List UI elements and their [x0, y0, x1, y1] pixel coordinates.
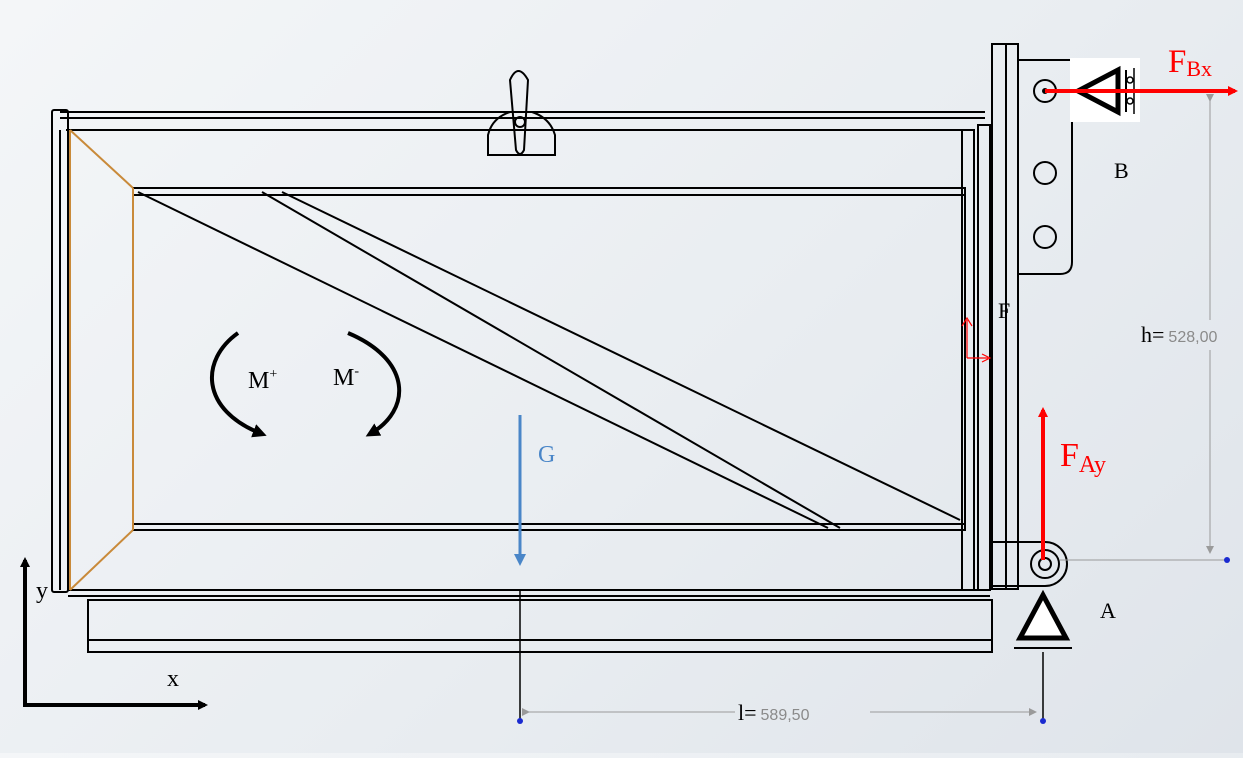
axis-x-label: x [167, 666, 179, 692]
dimension-h-label: h=528,00 [1141, 322, 1217, 347]
point-b-label: B [1114, 158, 1129, 183]
force-fbx-label: FBx [1168, 44, 1212, 81]
gate-frame [51, 43, 1073, 653]
orange-corner-brace [69, 129, 134, 591]
gravity-label: G [538, 442, 555, 468]
reaction-f-marker [961, 316, 992, 363]
point-a-label: A [1100, 598, 1116, 623]
dimension-l-label: l=589,50 [738, 700, 810, 725]
point-f-label: F [998, 298, 1010, 323]
axis-y-label: y [36, 578, 48, 604]
diagonal-brace [137, 191, 961, 529]
moment-minus-arrow [347, 331, 402, 437]
dimension-l [517, 590, 1046, 724]
force-fay-label: FAy [1060, 437, 1106, 478]
moment-plus-label: M+ [248, 367, 277, 394]
moment-minus-label: M- [333, 364, 359, 391]
coordinate-axes [20, 557, 208, 710]
support-a-pin [1014, 589, 1072, 720]
moment-plus-arrow [210, 331, 267, 438]
